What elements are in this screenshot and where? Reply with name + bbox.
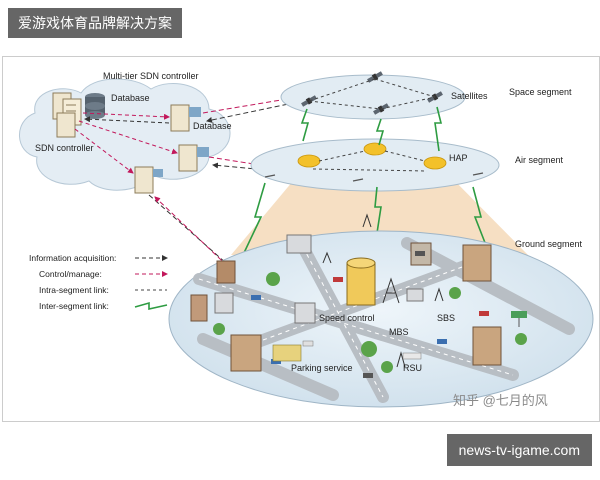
sub-controller-server-1 (170, 104, 201, 132)
legend-label-intra: Intra-segment link: (39, 285, 109, 295)
legend-swatch-inter (134, 301, 168, 310)
sdn-controller-label: SDN controller (35, 143, 94, 153)
watermark-text: 知乎 @七月的风 (453, 393, 548, 408)
hap-balloon-icon (297, 142, 447, 170)
controller-title-label: Multi-tier SDN controller (103, 71, 199, 81)
space-intra-links (308, 78, 436, 110)
site-domain-tag: news-tv-igame.com (446, 434, 592, 466)
ground-segment-label: Ground segment (515, 239, 583, 249)
air-segment-disk (250, 138, 500, 192)
root-controller-server (52, 92, 82, 138)
building-icon (190, 234, 502, 372)
sub-controller-server-3 (134, 166, 163, 194)
database-label-2: Database (193, 121, 232, 131)
legend: Information acquisition: Control/manage:… (29, 253, 168, 311)
vehicle-icon (251, 251, 489, 378)
sub-controller-server-2 (178, 144, 209, 172)
cloud-control-links (74, 112, 178, 174)
tree-icon (213, 272, 527, 373)
road-sign-icon (511, 311, 527, 327)
mbs-label: MBS (389, 327, 409, 337)
cell-tower-icon (322, 213, 444, 368)
air-intra-links (312, 150, 428, 172)
inter-segment-links (242, 106, 490, 256)
parking-lot-icon (272, 344, 302, 362)
sbs-label: SBS (437, 313, 455, 323)
database-label-1: Database (111, 93, 150, 103)
speed-control-label: Speed control (319, 313, 375, 323)
legend-label-inter: Inter-segment link: (39, 301, 109, 311)
uav-icon (264, 172, 484, 182)
legend-label-info: Information acquisition: (29, 253, 116, 263)
database-icon (85, 93, 105, 119)
satellites-label: Satellites (451, 91, 488, 101)
diagram-canvas: Multi-tier SDN controller Database Datab… (19, 71, 594, 408)
air-segment-label: Air segment (515, 155, 564, 165)
space-segment-label: Space segment (509, 87, 572, 97)
legend-label-control: Control/manage: (39, 269, 102, 279)
parking-service-label: Parking service (291, 363, 353, 373)
page-title: 爱游戏体育品牌解决方案 (8, 8, 182, 38)
network-diagram: Multi-tier SDN controller Database Datab… (2, 56, 600, 422)
road-markings (198, 246, 514, 398)
rsu-label: RSU (403, 363, 422, 373)
hap-label: HAP (449, 153, 468, 163)
